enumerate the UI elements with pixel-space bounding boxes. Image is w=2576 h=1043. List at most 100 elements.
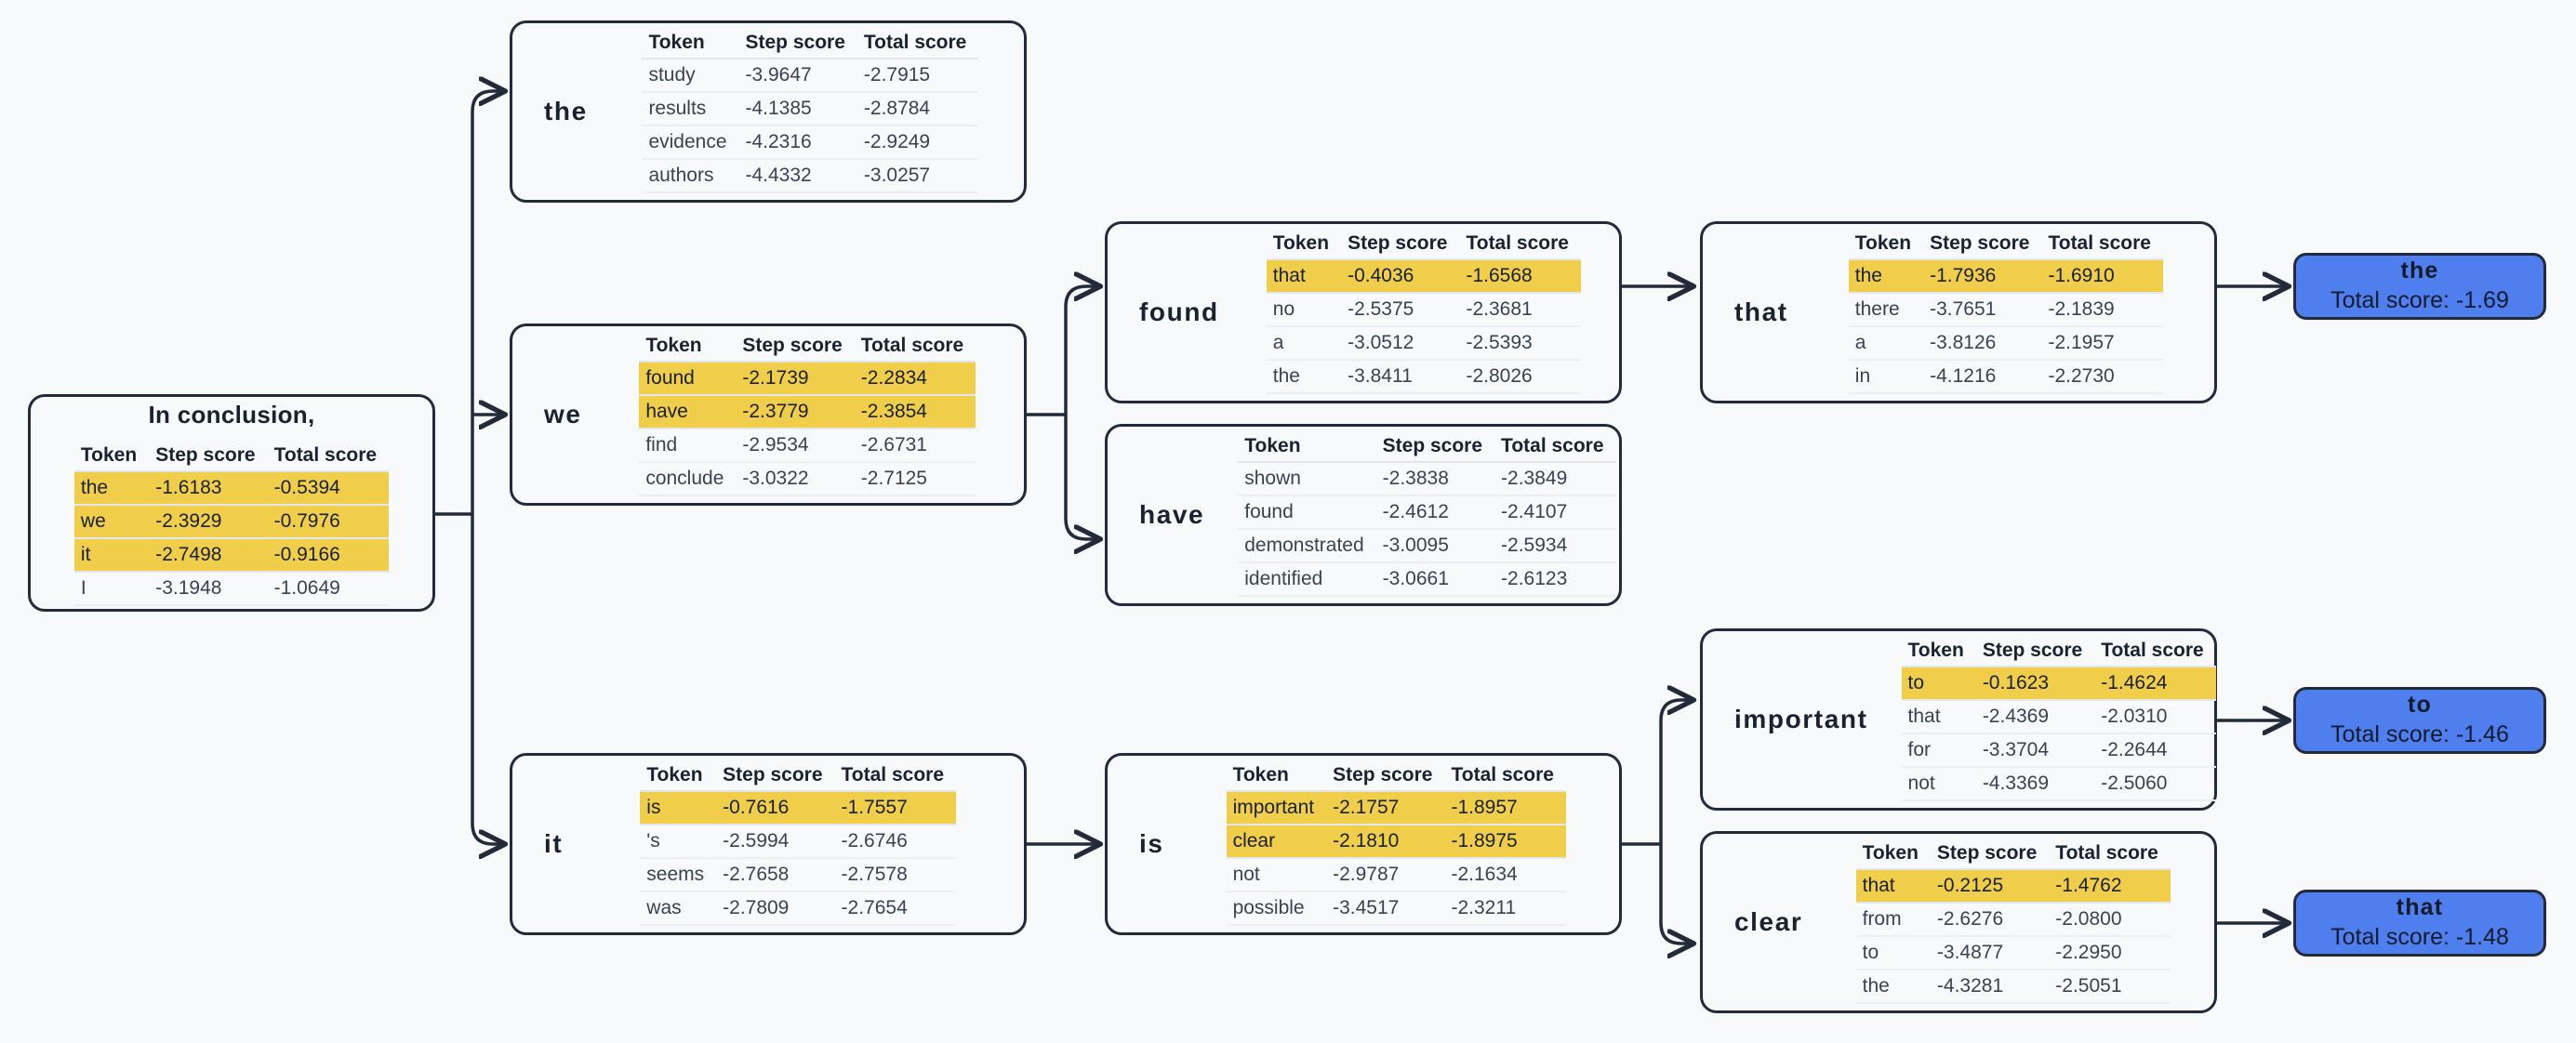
col-token: Token: [1855, 840, 1931, 870]
token-cell: a: [1266, 326, 1342, 361]
token-cell: no: [1266, 293, 1342, 327]
token-cell: we: [73, 504, 150, 539]
node-that-l3-label: that: [1734, 297, 1788, 326]
step-score-cell: -3.4517: [1326, 891, 1445, 926]
node-is-l2[interactable]: is Token Step score Total score importan…: [1105, 753, 1622, 935]
col-step: Step score: [738, 30, 857, 59]
table-row: authors-4.4332-3.0257: [642, 159, 979, 193]
terminal-to-token: to: [2408, 692, 2432, 719]
table-row: have-2.3779-2.3854: [639, 395, 976, 429]
terminal-the-score: Total score: -1.69: [2330, 287, 2509, 314]
total-score-cell: -0.7976: [267, 504, 390, 539]
table-row: study-3.9647-2.7915: [642, 59, 979, 93]
root-prompt-title: In conclusion,: [148, 400, 315, 429]
terminal-to-score: Total score: -1.46: [2330, 721, 2509, 748]
token-cell: in: [1848, 360, 1924, 394]
the-l1-score-table: Token Step score Total score study-3.964…: [642, 30, 979, 193]
step-score-cell: -3.3704: [1975, 733, 2095, 768]
node-clear-l3[interactable]: clear Token Step score Total score that-…: [1700, 831, 2217, 1013]
node-the-l1-label: the: [544, 97, 588, 125]
step-score-cell: -2.4369: [1975, 700, 2095, 734]
total-score-cell: -2.0310: [2094, 700, 2216, 734]
step-score-cell: -3.7651: [1923, 293, 2042, 327]
step-score-cell: -3.0661: [1375, 562, 1495, 597]
total-score-cell: -1.8975: [1444, 825, 1566, 859]
table-row: that-0.4036-1.6568: [1266, 259, 1581, 294]
terminal-to[interactable]: to Total score: -1.46: [2293, 687, 2546, 754]
step-score-cell: -2.7658: [716, 858, 835, 892]
step-score-cell: -3.8411: [1341, 360, 1460, 394]
table-row: conclude-3.0322-2.7125: [639, 462, 976, 496]
token-cell: possible: [1226, 891, 1327, 926]
col-total: Total score: [2094, 638, 2216, 667]
node-have-l2[interactable]: have Token Step score Total score shown-…: [1105, 424, 1622, 606]
total-score-cell: -2.2950: [2049, 936, 2171, 970]
col-total: Total score: [267, 442, 390, 472]
total-score-cell: -1.7557: [834, 791, 957, 825]
col-total: Total score: [1494, 433, 1616, 463]
token-cell: the: [1855, 970, 1931, 1004]
node-found-l2-body: Token Step score Total score that-0.4036…: [1228, 231, 1619, 394]
table-row: results-4.1385-2.8784: [642, 92, 979, 126]
table-row: the-4.3281-2.5051: [1855, 970, 2171, 1004]
col-step: Step score: [1975, 638, 2095, 667]
step-score-cell: -4.2316: [738, 125, 857, 160]
total-score-cell: -2.0800: [2049, 903, 2171, 937]
table-row: seems-2.7658-2.7578: [640, 858, 957, 892]
table-row: evidence-4.2316-2.9249: [642, 125, 979, 160]
total-score-cell: -2.5393: [1459, 326, 1581, 361]
total-score-cell: -2.9249: [856, 125, 979, 160]
node-found-l2[interactable]: found Token Step score Total score that-…: [1105, 221, 1622, 403]
total-score-cell: -1.4624: [2094, 667, 2216, 701]
col-step: Step score: [1375, 433, 1495, 463]
token-cell: have: [639, 395, 737, 429]
step-score-cell: -4.1385: [738, 92, 857, 126]
step-score-cell: -4.4332: [738, 159, 857, 193]
table-row: it-2.7498-0.9166: [73, 537, 390, 573]
terminal-that[interactable]: that Total score: -1.48: [2293, 890, 2546, 957]
node-the-l1[interactable]: the Token Step score Total score study-3…: [510, 20, 1027, 203]
table-row: that-0.2125-1.4762: [1855, 869, 2171, 904]
token-cell: conclude: [639, 462, 737, 496]
node-have-l2-label: have: [1139, 500, 1205, 529]
col-total: Total score: [854, 333, 976, 363]
token-cell: 's: [640, 825, 717, 859]
step-score-cell: -3.0512: [1341, 326, 1460, 361]
node-that-l3[interactable]: that Token Step score Total score the-1.…: [1700, 221, 2217, 403]
step-score-cell: -0.4036: [1341, 259, 1460, 294]
token-cell: the: [1848, 259, 1924, 294]
total-score-cell: -1.4762: [2049, 869, 2171, 904]
step-score-cell: -2.1739: [736, 362, 855, 396]
col-step: Step score: [1341, 231, 1460, 260]
step-score-cell: -2.9534: [736, 429, 855, 463]
step-score-cell: -2.5994: [716, 825, 835, 859]
step-score-cell: -0.2125: [1930, 869, 2050, 904]
total-score-cell: -1.6910: [2041, 259, 2163, 294]
token-cell: was: [640, 891, 717, 926]
table-row: the-3.8411-2.8026: [1266, 360, 1581, 394]
node-important-l3[interactable]: important Token Step score Total score t…: [1700, 628, 2217, 811]
token-cell: that: [1266, 259, 1342, 294]
token-cell: identified: [1238, 562, 1376, 597]
table-row: the-1.6183-0.5394: [73, 470, 390, 506]
total-score-cell: -2.3854: [854, 395, 976, 429]
total-score-cell: -2.3849: [1494, 462, 1616, 496]
step-score-cell: -2.6276: [1930, 903, 2050, 937]
total-score-cell: -2.8026: [1459, 360, 1581, 394]
table-row: I-3.1948-1.0649: [73, 571, 390, 606]
step-score-cell: -2.7498: [149, 537, 268, 573]
token-cell: is: [640, 791, 717, 825]
table-row: there-3.7651-2.1839: [1848, 293, 2163, 327]
terminal-the[interactable]: the Total score: -1.69: [2293, 253, 2546, 320]
step-score-cell: -3.8126: [1923, 326, 2042, 361]
step-score-cell: -2.1757: [1326, 791, 1445, 825]
table-row: found-2.4612-2.4107: [1238, 495, 1616, 530]
node-it-l1[interactable]: it Token Step score Total score is-0.761…: [510, 753, 1027, 935]
node-root[interactable]: In conclusion, Token Step score Total sc…: [28, 394, 435, 612]
col-token: Token: [1901, 638, 1976, 667]
node-we-l1[interactable]: we Token Step score Total score found-2.…: [510, 323, 1027, 506]
table-row: that-2.4369-2.0310: [1901, 700, 2216, 734]
token-cell: not: [1226, 858, 1327, 892]
total-score-cell: -0.9166: [267, 537, 390, 573]
is-l2-score-table: Token Step score Total score important-2…: [1226, 762, 1566, 926]
